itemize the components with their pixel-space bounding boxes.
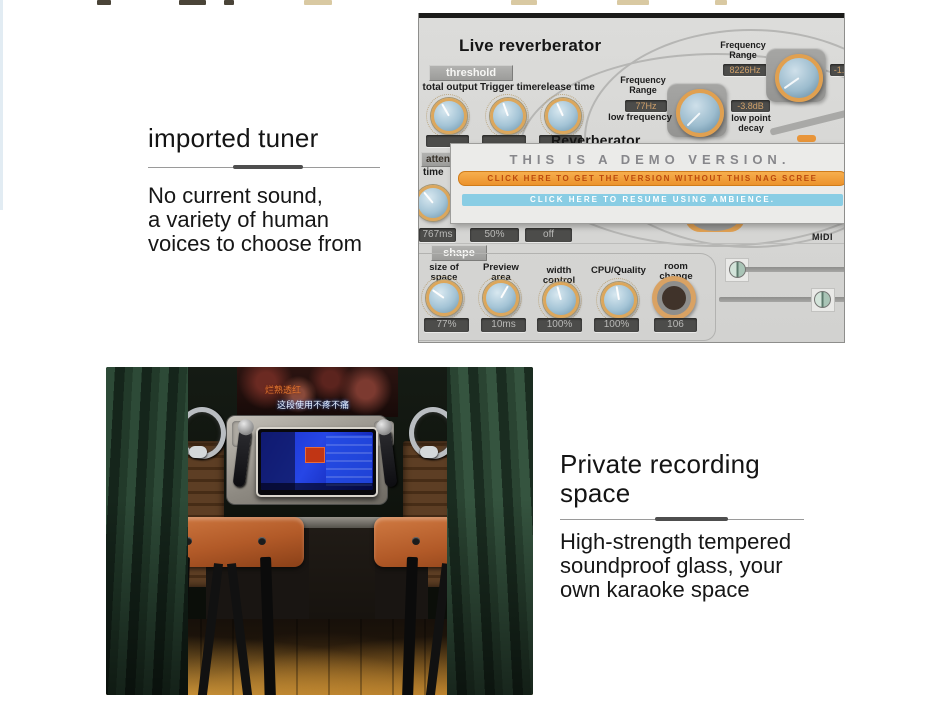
photo-curtain-right — [447, 367, 533, 695]
slider-track[interactable] — [729, 267, 844, 272]
demo-get-version-link[interactable]: CLICK HERE TO GET THE VERSION WITHOUT TH… — [458, 171, 844, 186]
photo-lyric-line1: 烂熟透红 — [265, 385, 302, 395]
tab-atten[interactable]: atten — [421, 152, 455, 167]
freq-high-value: 8226Hz — [723, 64, 767, 76]
knob-low-frequency[interactable] — [676, 89, 724, 137]
chair-bolt — [184, 537, 192, 545]
low-point-decay-caption: low point decay — [731, 113, 771, 133]
tuner-heading: imported tuner — [148, 123, 319, 153]
slider-handle-2[interactable] — [814, 291, 831, 308]
value-width-control: 100% — [537, 318, 582, 332]
photo-screen-album-tile — [304, 447, 325, 463]
reverb-plugin-window: Live reverberator threshold total output… — [418, 13, 845, 343]
knob-size-of-space[interactable] — [426, 280, 462, 316]
knob-high-frequency[interactable] — [775, 54, 823, 102]
knob-label-release-time: release time — [537, 82, 595, 93]
edge-mark — [179, 0, 206, 5]
photo-tv-screen: 烂熟透红 这段使用不疼不痛 — [237, 367, 398, 417]
value-preview-area: 10ms — [481, 318, 526, 332]
knob-time[interactable] — [419, 185, 451, 221]
shape-group-border — [419, 253, 716, 341]
knob-cpu-quality[interactable] — [601, 282, 637, 318]
decor-hline — [419, 243, 844, 244]
chair-bolt — [258, 537, 266, 545]
karaoke-booth-photo: 烂熟透红 这段使用不疼不痛 — [106, 367, 533, 695]
knob-label-total-output: total output — [422, 82, 478, 93]
edge-mark — [97, 0, 111, 5]
recording-body: High-strength tempered soundproof glass,… — [560, 530, 791, 602]
knob-room-change[interactable] — [652, 276, 696, 320]
photo-screen-bottom-bar — [261, 483, 373, 490]
tuner-body-line: voices to choose from — [148, 231, 362, 256]
freq-high-edge-value: -1. — [830, 64, 844, 76]
edge-mark — [224, 0, 234, 5]
knob-preview-area[interactable] — [483, 280, 519, 316]
tuner-body-line: No current sound, — [148, 183, 323, 208]
plugin-title: Live reverberator — [459, 36, 602, 55]
recording-heading-line: Private recording — [560, 449, 760, 479]
recording-body-line: soundproof glass, your — [560, 553, 783, 578]
low-point-decay-value: -3.8dB — [731, 100, 770, 112]
tuner-body-line: a variety of human — [148, 207, 329, 232]
freq-low-caption: low frequency — [608, 112, 672, 123]
value-attack-time: 767ms — [419, 228, 456, 242]
chair-post — [260, 556, 277, 695]
knob-total-output[interactable] — [431, 98, 467, 134]
edge-mark — [304, 0, 332, 5]
photo-tablet — [256, 427, 378, 497]
divider-accent — [655, 517, 728, 521]
demo-title: THIS IS A DEMO VERSION. — [509, 152, 791, 167]
label-cpu-quality: CPU/Quality — [591, 265, 646, 276]
demo-resume-link[interactable]: CLICK HERE TO RESUME USING AMBIENCE. — [462, 194, 843, 206]
tab-threshold[interactable]: threshold — [429, 65, 513, 81]
value-mid-50: 50% — [470, 228, 519, 242]
photo-tablet-screen — [261, 432, 373, 490]
slider-track[interactable] — [719, 297, 844, 302]
chair-bolt — [412, 537, 420, 545]
photo-screen-left-column — [261, 432, 295, 490]
plugin-titlebar — [419, 13, 844, 18]
chair-slat — [226, 563, 257, 695]
decor-orange-dash — [797, 135, 816, 142]
value-size-of-space: 77% — [424, 318, 469, 332]
knob-width-control[interactable] — [543, 282, 579, 318]
value-cpu-quality: 100% — [594, 318, 639, 332]
recording-heading: Private recording space — [560, 450, 760, 508]
chair-slat — [193, 563, 224, 695]
photo-curtain-left — [106, 367, 188, 695]
room-knob-core — [662, 286, 686, 310]
recording-heading-line: space — [560, 478, 631, 508]
divider-accent — [233, 165, 303, 169]
time-label: time — [423, 167, 444, 178]
photo-screen-song-list — [325, 434, 372, 486]
edge-strip — [0, 0, 3, 210]
photo-counter — [201, 517, 433, 528]
edge-mark — [511, 0, 537, 5]
freq-low-label: Frequency Range — [620, 75, 666, 95]
slider-handle-1[interactable] — [729, 261, 746, 278]
knob-release-time[interactable] — [545, 98, 581, 134]
knob-label-trigger-time: Trigger time — [480, 82, 538, 93]
midi-button[interactable]: MIDI — [812, 232, 833, 242]
freq-high-label: Frequency Range — [720, 40, 766, 60]
edge-mark — [617, 0, 649, 5]
edge-mark — [715, 0, 727, 5]
tuner-body: No current sound, a variety of human voi… — [148, 184, 362, 256]
value-mid-off: off — [525, 228, 572, 242]
freq-low-value: 77Hz — [625, 100, 667, 112]
knob-trigger-time[interactable] — [490, 98, 526, 134]
recording-body-line: High-strength tempered — [560, 529, 792, 554]
demo-dialog: THIS IS A DEMO VERSION. CLICK HERE TO GE… — [450, 143, 844, 224]
photo-lyric-line2: 这段使用不疼不痛 — [277, 400, 350, 410]
recording-body-line: own karaoke space — [560, 577, 750, 602]
chair-post — [401, 556, 418, 695]
value-room-change: 106 — [654, 318, 697, 332]
